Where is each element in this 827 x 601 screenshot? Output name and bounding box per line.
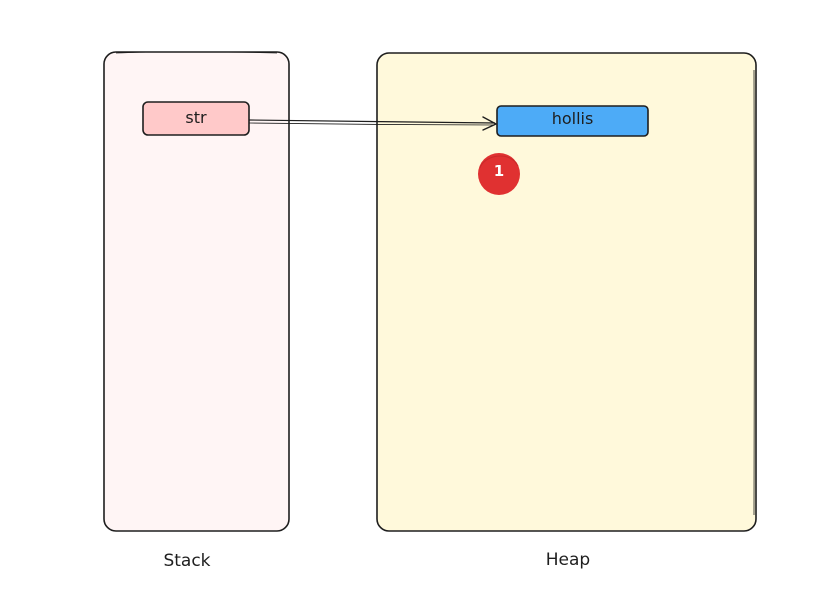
reference-arrow-sketch <box>248 122 495 126</box>
step-badge-label: 1 <box>493 162 505 180</box>
stack-label: Stack <box>163 551 211 571</box>
str-node[interactable] <box>142 101 250 136</box>
reference-arrow <box>248 119 496 124</box>
heap-region <box>376 52 757 532</box>
str-node-label: str <box>185 108 207 127</box>
arrowhead-icon <box>482 116 497 131</box>
hollis-node[interactable] <box>496 105 649 137</box>
hollis-node-label: hollis <box>551 109 594 128</box>
stack-region-sketch-line <box>115 51 278 54</box>
step-badge-sketch <box>479 155 519 169</box>
step-badge <box>478 153 520 195</box>
heap-label: Heap <box>545 550 591 570</box>
